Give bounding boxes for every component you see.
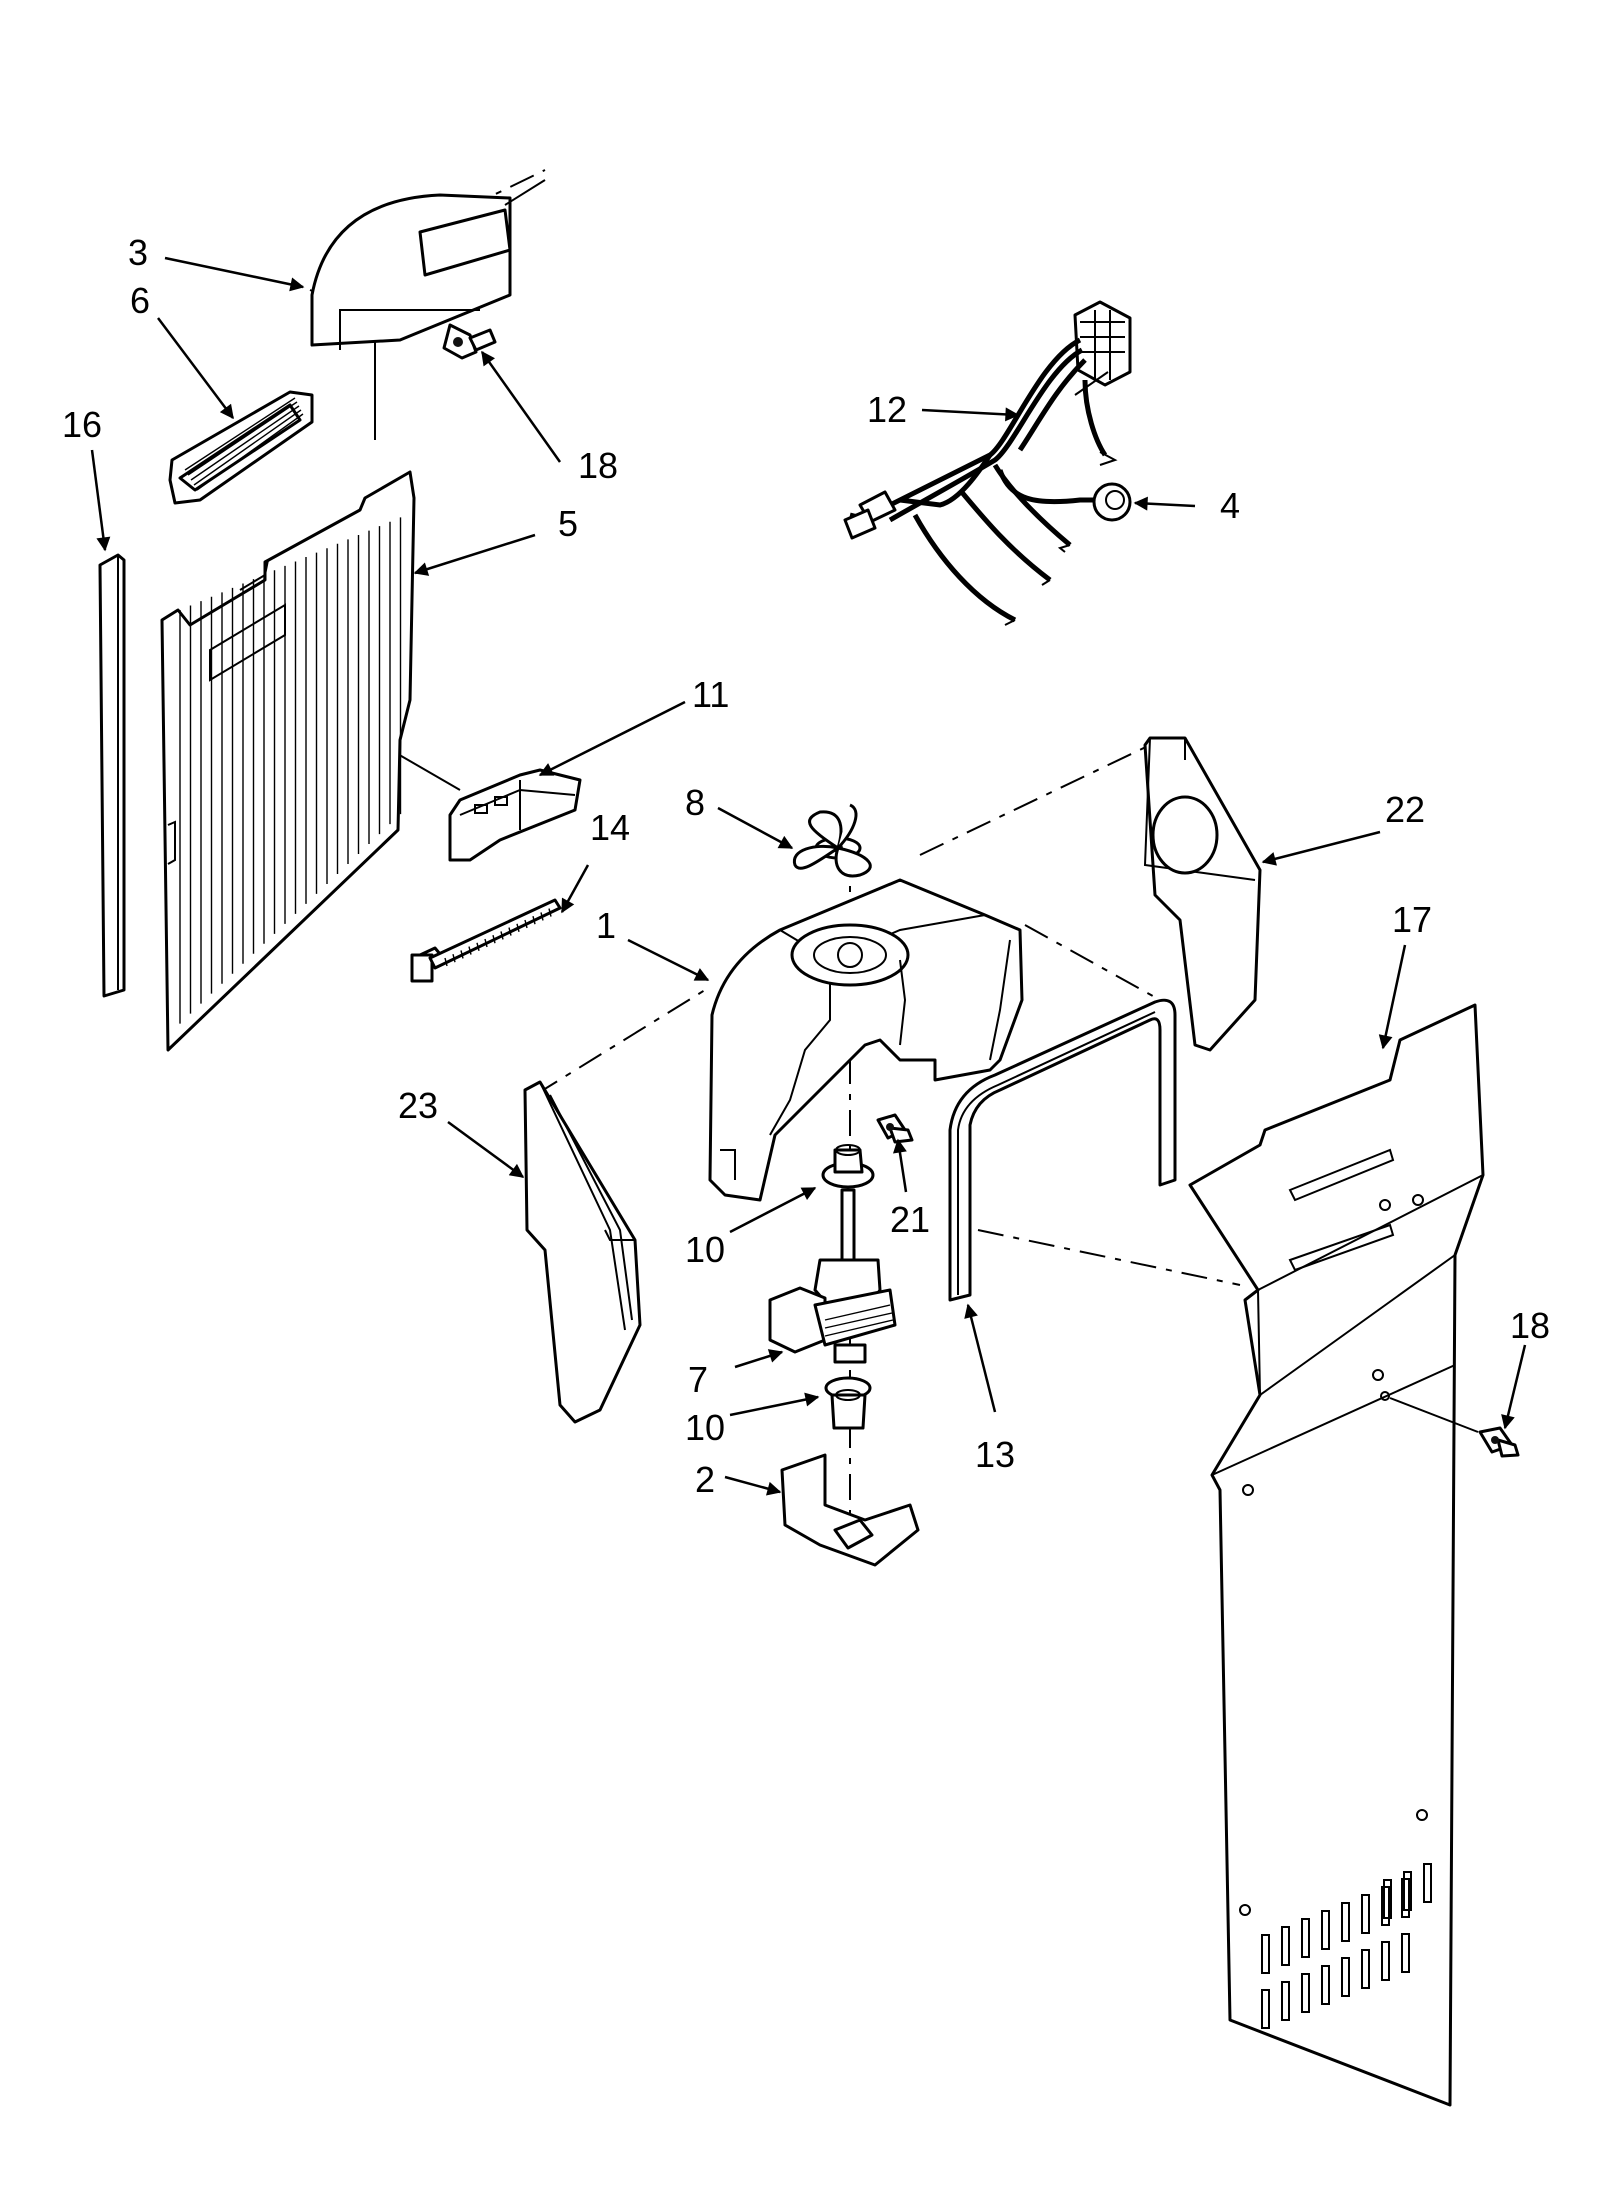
callout-10-lower: 10 [685,1407,725,1448]
callout-5: 5 [558,503,578,544]
part-11-clip [448,768,582,862]
part-13-u-frame [948,998,1177,1302]
callout-23: 23 [398,1085,438,1126]
callout-13: 13 [975,1434,1015,1475]
part-10-grommet-lower [824,1376,872,1430]
part-17-rear-panel [1188,1003,1485,2107]
callout-18-top: 18 [578,445,618,486]
part-2-bracket [780,1453,920,1567]
callout-22: 22 [1385,789,1425,830]
part-10-grommet-upper [821,1144,875,1189]
part-21-screw [876,1113,914,1144]
callout-11: 11 [692,674,729,715]
callout-10-upper: 10 [685,1229,725,1270]
part-3-cover [310,179,546,350]
callout-2: 2 [695,1459,715,1500]
callout-21: 21 [890,1199,930,1240]
part-16-strip [98,553,126,998]
callout-18-right: 18 [1510,1305,1550,1346]
part-1-fan-shroud [708,878,1024,1202]
part-6-bracket [168,390,314,505]
part-5-panel [160,470,416,1052]
callout-4: 4 [1220,485,1240,526]
part-8-fan-blade [792,803,872,878]
part-4-plug [1092,482,1132,522]
callout-8: 8 [685,782,705,823]
callout-7: 7 [688,1359,708,1400]
callout-1: 1 [596,905,616,946]
callout-6: 6 [130,280,150,321]
part-14-cable-tie [410,898,562,983]
leader-lines [90,256,1527,1496]
callout-16: 16 [62,404,102,445]
part-12-wire-harness [843,300,1132,626]
part-23-baffle [523,1080,642,1424]
callout-14: 14 [590,807,630,848]
part-22-side-panel [1143,736,1262,1052]
callout-labels: 3 6 16 18 5 11 14 1 8 12 4 22 17 23 10 2… [62,232,1550,1500]
callout-12: 12 [867,389,907,430]
part-18-screw-right [1380,1391,1520,1458]
callout-3: 3 [128,232,148,273]
part-18-screw-top [442,323,497,360]
callout-17: 17 [1392,899,1432,940]
part-7-motor [768,1188,897,1364]
